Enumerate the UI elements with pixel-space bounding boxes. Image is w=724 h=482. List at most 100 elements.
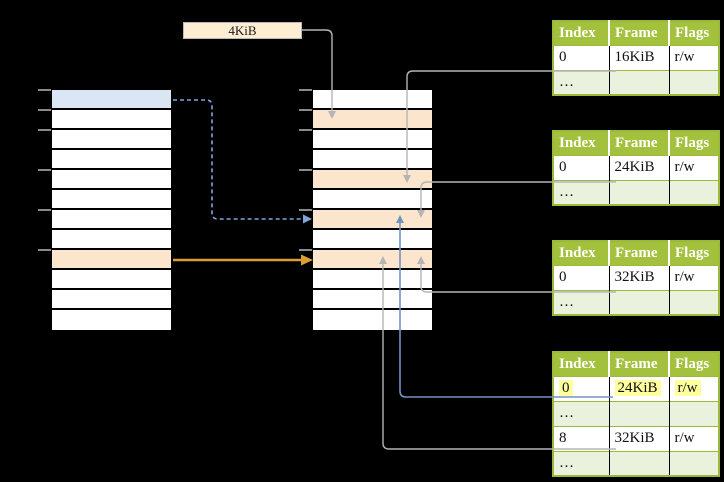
physical-memory-tick-2 xyxy=(299,129,312,131)
virtual-memory-tick-4 xyxy=(38,169,51,171)
virtual-memory-row-8 xyxy=(52,250,171,270)
page-table-3-row-1-cell-frame xyxy=(609,289,670,315)
physical-memory-row-5 xyxy=(313,190,432,210)
arrowhead-virtualpage-to-frame-orange xyxy=(301,254,313,266)
page-table-3-row-0-cell-frame: 32KiB xyxy=(609,264,670,290)
page-table-3-row-1: … xyxy=(553,289,719,315)
highlighted-value: 0 xyxy=(559,380,573,396)
virtual-memory-column xyxy=(52,90,171,330)
page-table-3-header-frame: Frame xyxy=(609,241,670,265)
page-table-1-header-flags: Flags xyxy=(669,21,719,45)
virtual-memory-row-5 xyxy=(52,190,171,210)
page-table-4-row-3-cell-index: … xyxy=(553,450,610,476)
virtual-memory-row-1 xyxy=(52,110,171,130)
virtual-memory-row-9 xyxy=(52,270,171,290)
page-table-4-row-0-cell-frame: 24KiB xyxy=(609,375,670,401)
page-table-1-header-index: Index xyxy=(553,21,610,45)
page-table-4-header-index: Index xyxy=(553,352,610,376)
virtual-memory-row-11 xyxy=(52,310,171,330)
page-table-1-row-0-cell-index: 0 xyxy=(553,44,610,70)
physical-memory-row-6 xyxy=(313,210,432,230)
physical-memory-column xyxy=(313,90,432,330)
page-table-2-header-index: Index xyxy=(553,131,610,155)
physical-memory-tick-1 xyxy=(299,109,312,111)
virtual-memory-tick-1 xyxy=(38,109,51,111)
page-table-3-row-0-cell-index: 0 xyxy=(553,264,610,290)
physical-memory-tick-6 xyxy=(299,209,312,211)
page-table-4-row-2-cell-flags: r/w xyxy=(669,425,719,451)
page-table-4-header-frame: Frame xyxy=(609,352,670,376)
page-size-label: 4KiB xyxy=(183,22,302,39)
highlighted-value: r/w xyxy=(674,380,701,396)
virtual-memory-row-2 xyxy=(52,130,171,150)
virtual-memory-tick-6 xyxy=(38,209,51,211)
page-table-4-header-flags: Flags xyxy=(669,352,719,376)
physical-memory-row-1 xyxy=(313,110,432,130)
virtual-memory-row-0 xyxy=(52,90,171,110)
page-table-2-row-0-cell-flags: r/w xyxy=(669,154,719,180)
page-table-1-row-1: … xyxy=(553,69,719,95)
page-table-3-row-1-cell-index: … xyxy=(553,289,610,315)
page-table-4-row-2-cell-index: 8 xyxy=(553,425,610,451)
page-table-4-row-0-cell-flags: r/w xyxy=(669,375,719,401)
physical-memory-tick-0 xyxy=(299,89,312,91)
virtual-memory-tick-8 xyxy=(38,249,51,251)
page-table-4-row-0-cell-index: 0 xyxy=(553,375,610,401)
page-table-3-header-flags: Flags xyxy=(669,241,719,265)
page-table-2-header-frame: Frame xyxy=(609,131,670,155)
physical-memory-tick-4 xyxy=(299,169,312,171)
page-table-4-row-0: 0 24KiB r/w xyxy=(553,375,719,401)
page-table-2-row-1-cell-frame xyxy=(609,179,670,205)
virtual-memory-tick-0 xyxy=(38,89,51,91)
page-table-1-row-0-cell-flags: r/w xyxy=(669,44,719,70)
arrow-virtualpage-to-frame-dashed xyxy=(173,99,302,220)
page-table-4-row-3-cell-frame xyxy=(609,450,670,476)
page-table-4-row-2-cell-frame: 32KiB xyxy=(609,425,670,451)
page-table-2-row-1: … xyxy=(553,179,719,205)
virtual-memory-row-3 xyxy=(52,150,171,170)
page-table-4-row-3-cell-flags xyxy=(669,450,719,476)
page-table-1-row-1-cell-frame xyxy=(609,69,670,95)
page-table-4-row-1-cell-index: … xyxy=(553,400,610,426)
page-table-1-row-0-cell-frame: 16KiB xyxy=(609,44,670,70)
virtual-memory-row-10 xyxy=(52,290,171,310)
virtual-memory-row-7 xyxy=(52,230,171,250)
page-table-2-row-0-cell-frame: 24KiB xyxy=(609,154,670,180)
physical-memory-row-11 xyxy=(313,310,432,330)
page-table-4-row-1-cell-flags xyxy=(669,400,719,426)
physical-memory-row-2 xyxy=(313,130,432,150)
page-table-4-row-1: … xyxy=(553,400,719,426)
physical-memory-row-10 xyxy=(313,290,432,310)
page-table-2-row-1-cell-flags xyxy=(669,179,719,205)
physical-memory-row-3 xyxy=(313,150,432,170)
page-table-2-row-0-cell-index: 0 xyxy=(553,154,610,180)
virtual-memory-tick-2 xyxy=(38,129,51,131)
highlighted-value: 24KiB xyxy=(614,380,661,396)
page-table-3-header-index: Index xyxy=(553,241,610,265)
arrowhead-virtualpage-to-frame-dashed xyxy=(303,214,312,224)
physical-memory-row-7 xyxy=(313,230,432,250)
virtual-memory-row-6 xyxy=(52,210,171,230)
page-table-4-row-3: … xyxy=(553,450,719,476)
physical-memory-row-4 xyxy=(313,170,432,190)
page-table-1-row-1-cell-index: … xyxy=(553,69,610,95)
page-table-1-header-frame: Frame xyxy=(609,21,670,45)
physical-memory-tick-8 xyxy=(299,249,312,251)
page-table-2-row-1-cell-index: … xyxy=(553,179,610,205)
physical-memory-row-0 xyxy=(313,90,432,110)
page-table-4-row-1-cell-frame xyxy=(609,400,670,426)
physical-memory-row-8 xyxy=(313,250,432,270)
virtual-memory-row-4 xyxy=(52,170,171,190)
